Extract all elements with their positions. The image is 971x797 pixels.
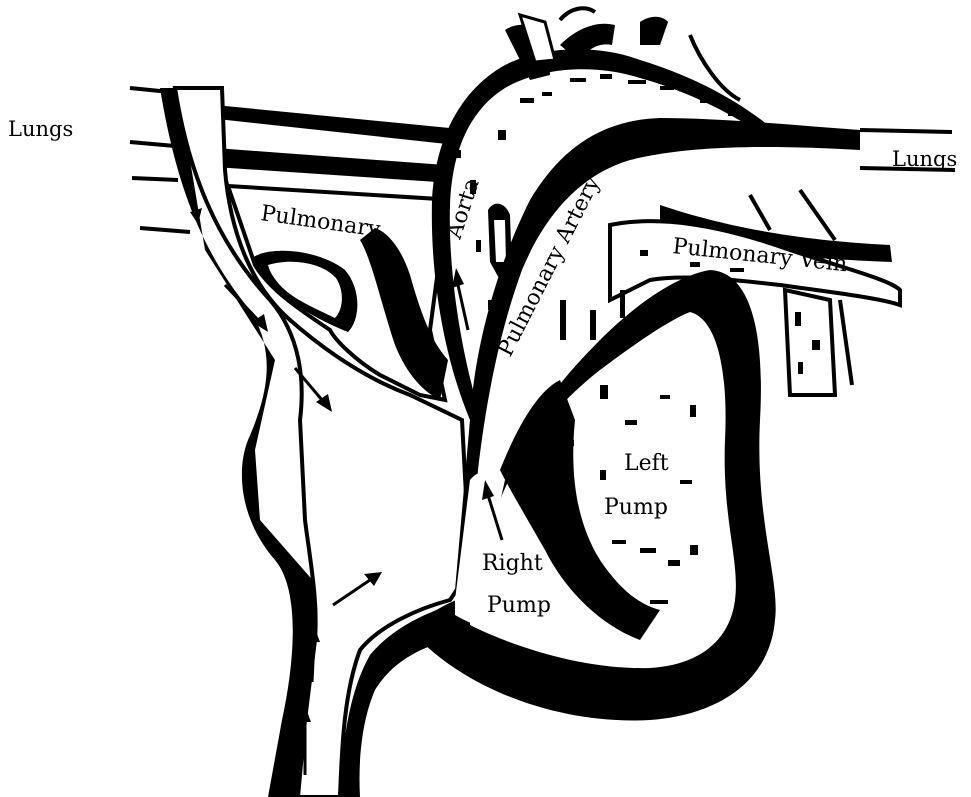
label-lungs-left: Lungs: [8, 117, 73, 141]
label-right-pump-2: Pump: [487, 593, 551, 618]
label-lungs-right: Lungs: [892, 147, 957, 171]
label-left-pump-1: Left: [624, 451, 669, 476]
label-left-pump-2: Pump: [604, 495, 668, 520]
label-right-pump-1: Right: [482, 551, 543, 576]
